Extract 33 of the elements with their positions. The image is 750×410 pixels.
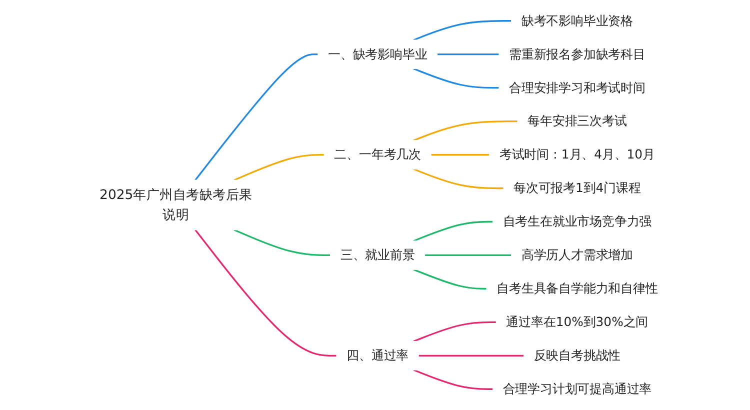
connector	[412, 20, 511, 41]
node-text: 三、就业前景	[340, 248, 414, 262]
node-text: 考试时间：1月、4月、10月	[498, 147, 654, 162]
node-text: 需重新报名参加缺考科目	[508, 46, 645, 62]
connector	[436, 54, 499, 56]
node-text: 高学历人才需求增加	[520, 248, 632, 262]
node-text: 通过率在10%到30%之间	[506, 314, 648, 330]
connector	[412, 168, 504, 190]
connector	[430, 154, 489, 156]
node-text: 一、缺考影响毕业	[327, 46, 427, 62]
node-text: 缺考不影响毕业资格	[520, 13, 632, 28]
node-text: 自考生具备自学能力和自律性	[496, 281, 658, 296]
connector	[424, 254, 511, 256]
connector	[412, 68, 499, 89]
node-text: 二、一年考几次	[334, 147, 420, 162]
node-text: 每次可报考1到4门课程	[513, 180, 640, 196]
connector	[412, 220, 492, 242]
connector	[194, 54, 318, 181]
connector	[194, 229, 336, 356]
connector	[412, 120, 518, 142]
node-text: 2025年广州自考缺考后果说明	[99, 186, 252, 222]
node-text: 合理学习计划可提高通过率	[502, 381, 652, 396]
node-text: 每年安排三次考试	[527, 114, 626, 129]
connector	[233, 154, 324, 181]
connector	[412, 369, 492, 390]
connector	[233, 229, 330, 256]
connector	[412, 321, 496, 342]
node-text: 合理安排学习和考试时间	[508, 80, 645, 96]
connector	[418, 354, 524, 356]
node-text: 四、通过率	[346, 348, 408, 363]
node-text: 自考生在就业市场竞争力强	[502, 214, 652, 229]
node-text: 反映自考挑战性	[533, 348, 620, 363]
connector	[412, 268, 486, 290]
